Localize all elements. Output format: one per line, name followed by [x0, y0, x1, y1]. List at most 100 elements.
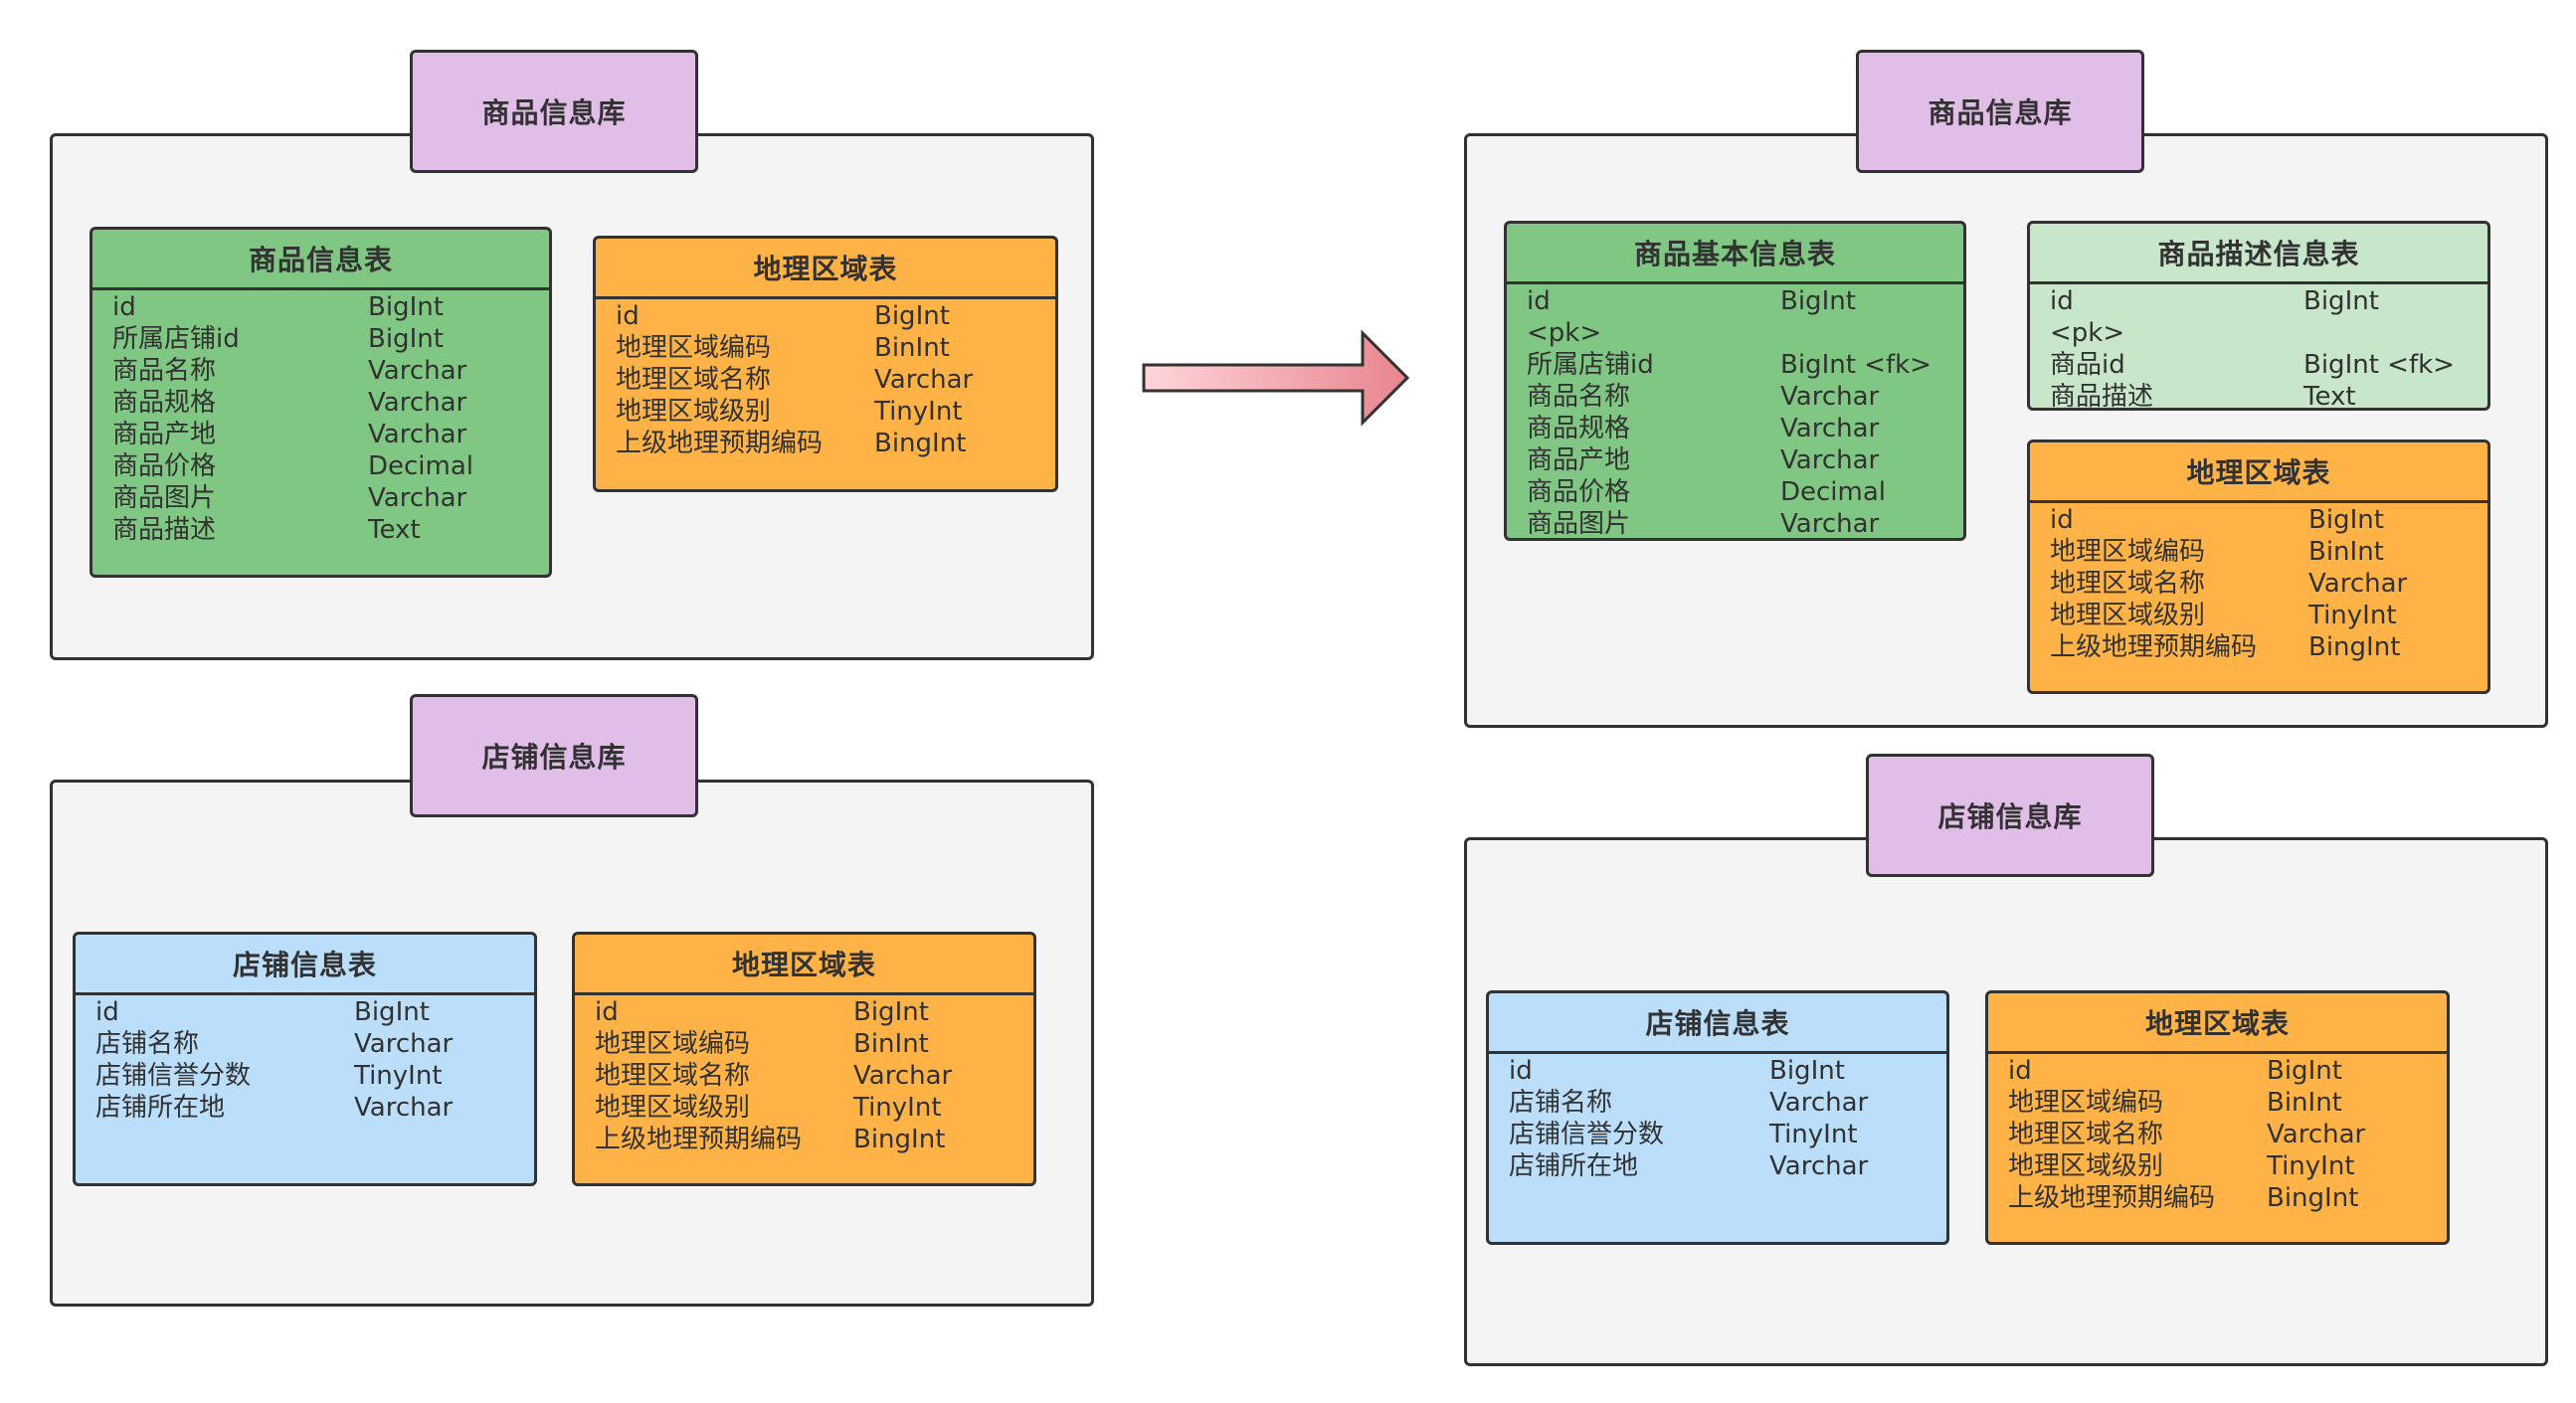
- field-row: 地理区域名称 Varchar: [2050, 568, 2482, 600]
- field-name: 地理区域名称: [2008, 1120, 2164, 1149]
- field-type: BigInt: [853, 997, 929, 1027]
- table-title: 地理区域表: [1988, 993, 2447, 1054]
- field-type: TinyInt: [1769, 1120, 1858, 1149]
- field-type: Varchar: [1780, 445, 1880, 475]
- left-shop-db-label: 店铺信息库: [410, 694, 698, 817]
- field-name: 店铺名称: [95, 1029, 200, 1059]
- field-type: Varchar: [2308, 569, 2408, 599]
- table-title: 商品基本信息表: [1507, 224, 1963, 284]
- field-name: 商品价格: [1527, 477, 1631, 507]
- field-name: 地理区域编码: [2008, 1088, 2164, 1118]
- field-type: TinyInt: [853, 1093, 942, 1123]
- field-type: TinyInt: [874, 397, 963, 427]
- field-type: TinyInt: [354, 1061, 443, 1091]
- field-type: Decimal: [1780, 477, 1887, 507]
- left-goods-db-label: 商品信息库: [410, 50, 698, 173]
- field-type: BinInt: [2308, 537, 2384, 567]
- field-type: Text: [368, 515, 421, 545]
- table-title: 地理区域表: [575, 935, 1033, 995]
- field-name: 商品名称: [112, 356, 217, 386]
- field-row: 商品规格 Varchar: [1527, 413, 1957, 444]
- field-type: BingInt: [874, 429, 967, 458]
- table-title: 地理区域表: [2030, 442, 2487, 503]
- field-name: 店铺信誉分数: [95, 1061, 252, 1091]
- field-row: id BigInt: [1509, 1055, 1940, 1087]
- field-row: id BigInt: [112, 291, 543, 323]
- field-name: 商品规格: [1527, 414, 1631, 443]
- field-name: 上级地理预期编码: [616, 429, 824, 458]
- field-row: 上级地理预期编码 BingInt: [616, 428, 1049, 459]
- field-type: Varchar: [1780, 414, 1880, 443]
- field-row: 地理区域编码 BinInt: [2008, 1087, 2441, 1119]
- field-type: Varchar: [853, 1061, 953, 1091]
- field-row: 店铺信誉分数 TinyInt: [1509, 1119, 1940, 1150]
- field-type: Varchar: [1780, 509, 1880, 539]
- field-name: 地理区域名称: [595, 1061, 751, 1091]
- field-name: 地理区域名称: [616, 365, 772, 395]
- right-arrow-icon: [1142, 329, 1410, 427]
- right-goods-db-label: 商品信息库: [1856, 50, 2144, 173]
- field-name: 商品描述: [2050, 382, 2154, 411]
- field-row: 商品价格 Decimal: [1527, 476, 1957, 508]
- field-name: id: [2050, 505, 2074, 535]
- field-type: BigInt: [1769, 1056, 1845, 1086]
- field-name: 店铺所在地: [1509, 1151, 1639, 1181]
- field-type: BigInt: [2303, 286, 2379, 316]
- field-name: 商品图片: [112, 483, 217, 513]
- field-type: BinInt: [2267, 1088, 2342, 1118]
- field-name: 地理区域级别: [616, 397, 772, 427]
- field-row: 地理区域名称 Varchar: [595, 1060, 1027, 1092]
- field-type: BigInt: [368, 292, 444, 322]
- field-name: id: [616, 301, 640, 331]
- field-name: 所属店铺id: [112, 324, 240, 354]
- field-type: Varchar: [368, 420, 467, 449]
- field-name: 店铺信誉分数: [1509, 1120, 1665, 1149]
- field-name: 地理区域级别: [595, 1093, 751, 1123]
- field-type: Varchar: [1780, 382, 1880, 412]
- field-type: Varchar: [354, 1093, 454, 1123]
- field-name: id: [1509, 1056, 1533, 1086]
- field-name: id: [112, 292, 136, 322]
- table-title: 店铺信息表: [76, 935, 534, 995]
- field-type: BingInt: [2267, 1183, 2359, 1213]
- field-type: Varchar: [368, 483, 467, 513]
- field-type: BigInt: [2267, 1056, 2342, 1086]
- field-name: 地理区域编码: [616, 333, 772, 363]
- field-name: 地理区域名称: [2050, 569, 2206, 599]
- field-type: BigInt: [1780, 286, 1856, 316]
- field-type: Varchar: [354, 1029, 454, 1059]
- field-row: 地理区域级别 TinyInt: [595, 1092, 1027, 1124]
- right-shop-db-label: 店铺信息库: [1866, 754, 2154, 877]
- field-row: <pk>: [1527, 317, 1957, 349]
